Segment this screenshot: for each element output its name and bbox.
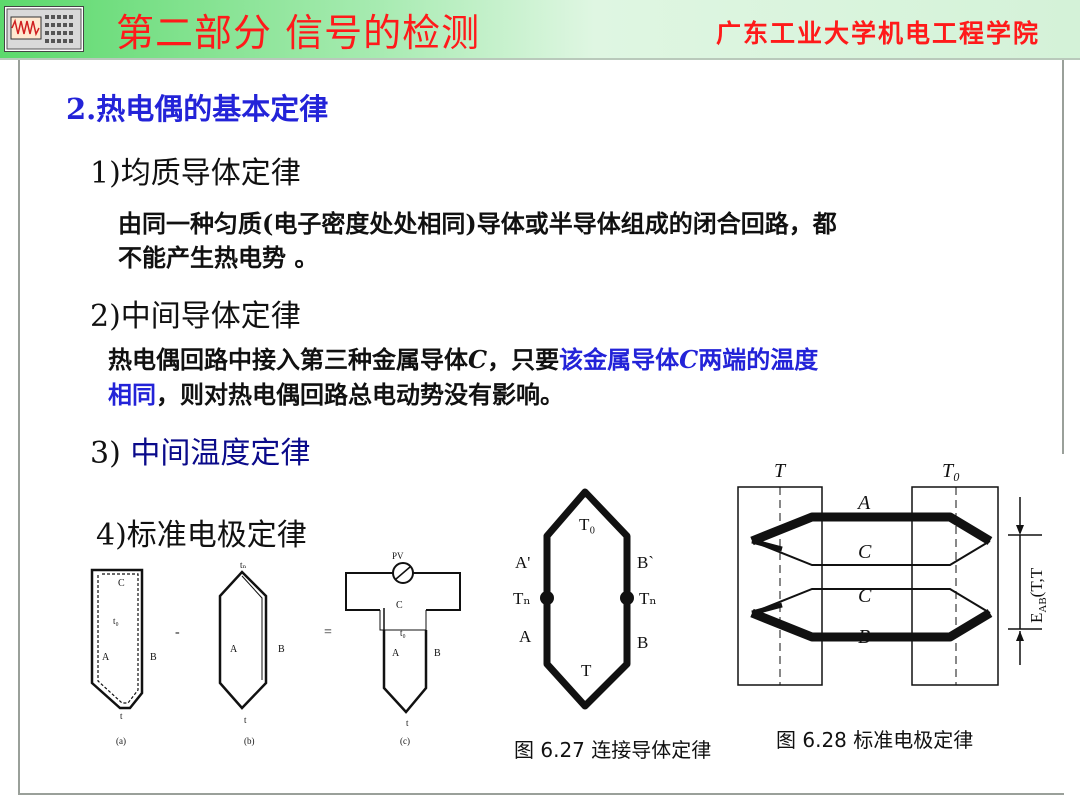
fig-minus-sign: - — [175, 625, 180, 640]
fig-equals-sign: = — [324, 625, 332, 640]
fig627-label-A-prime: A' — [515, 553, 530, 572]
figure-a: C t₀ A B t (a) — [90, 568, 157, 746]
fig627-label-B-prime: B` — [637, 553, 654, 572]
fig-b-label-t: t — [244, 715, 247, 725]
law2-text-rest: ，则对热电偶回路总电动势没有影响。 — [156, 380, 564, 409]
oscilloscope-logo-icon — [4, 6, 84, 52]
fig627-label-T: T — [581, 661, 592, 680]
figure-c: PV C t₀ A B t (c) — [345, 551, 461, 746]
law3-name: 中间温度定律 — [130, 436, 311, 471]
law2-text-plain-a: 热电偶回路中接入第三种金属导体 — [108, 345, 468, 374]
fig627-label-T0: T₀ — [579, 515, 595, 534]
fig-a-label-t: t — [120, 711, 123, 721]
fig-b-label-tn: tₙ — [240, 560, 247, 570]
figure-6-27-diagram: T₀ A' B` Tₙ Tₙ A B T — [505, 484, 715, 716]
law3-title: 3) 中间温度定律 — [90, 428, 310, 472]
fig-c-label-t: t — [406, 718, 409, 728]
header-bar: 第二部分 信号的检测 广东工业大学机电工程学院 — [0, 0, 1080, 60]
fig-a-caption: (a) — [116, 736, 126, 746]
fig-a-label-C: C — [118, 578, 125, 589]
fig-c-label-t0: t₀ — [400, 628, 406, 638]
law2-text-line1: 热电偶回路中接入第三种金属导体C，只要该金属导体C两端的温度 — [108, 344, 818, 376]
fig-b-label-B: B — [278, 644, 285, 655]
fig627-label-B: B — [637, 633, 648, 652]
frame-left-border — [18, 60, 20, 795]
law4-title: 4)标准电极定律 — [96, 518, 307, 553]
fig628-label-C1: C — [858, 541, 872, 563]
figure-6-27-caption: 图 6.27 连接导体定律 — [514, 738, 712, 762]
fig-c-label-C: C — [396, 600, 403, 611]
law2-conductor-c: C — [468, 345, 488, 374]
fig-b-label-A: A — [230, 644, 238, 655]
section-title: 2.热电偶的基本定律 — [66, 92, 329, 126]
fig-a-label-A: A — [102, 652, 110, 663]
fig628-label-T: T — [774, 460, 787, 482]
law3-prefix: 3) — [90, 436, 131, 471]
law2-text-line2: 相同，则对热电偶回路总电动势没有影响。 — [108, 379, 564, 411]
fig628-label-C2: C — [858, 585, 872, 607]
header-organization: 广东工业大学机电工程学院 — [715, 19, 1040, 48]
fig627-label-Tn-right: Tₙ — [639, 589, 657, 608]
figure-6-28-caption: 图 6.28 标准电极定律 — [776, 728, 974, 752]
fig627-label-A: A — [519, 627, 532, 646]
fig628-label-A: A — [856, 492, 871, 514]
fig-a-label-B: B — [150, 652, 157, 663]
fig-c-label-A: A — [392, 648, 400, 659]
law1-text-line1: 由同一种匀质(电子密度处处相同)导体或半导体组成的闭合回路，都 — [118, 209, 837, 238]
fig628-emf-label: EAB(T,T — [1027, 567, 1049, 623]
law2-highlight-c: C — [679, 345, 699, 374]
fig-a-label-t0: t₀ — [113, 616, 119, 626]
figure-6-28-diagram: T T₀ A C C B EAB(T,T — [722, 455, 1080, 725]
law1-title: 1)均质导体定律 — [90, 156, 301, 191]
law2-highlight-same: 相同 — [108, 380, 156, 409]
law1-text-line2: 不能产生热电势 。 — [118, 243, 319, 272]
fig-b-caption: (b) — [244, 736, 255, 746]
law2-text-plain-b: ，只要 — [487, 345, 560, 374]
frame-bottom-border — [18, 793, 1064, 795]
fig-c-caption: (c) — [400, 736, 410, 746]
figure-b: tₙ A B t (b) — [218, 560, 285, 746]
header-title: 第二部分 信号的检测 — [116, 11, 481, 55]
fig628-label-B: B — [858, 626, 870, 648]
fig627-label-Tn-left: Tₙ — [513, 589, 531, 608]
fig-c-label-B: B — [434, 648, 441, 659]
fig628-label-T0: T₀ — [942, 460, 960, 482]
law2-highlight-a: 该金属导体 — [559, 345, 680, 374]
law2-highlight-b: 两端的温度 — [698, 345, 819, 374]
figure-abc-diagram: C t₀ A B t (a) - tₙ A B t (b) = PV C t₀ … — [90, 551, 461, 746]
fig-c-label-PV: PV — [392, 551, 404, 561]
frame-right-border — [1062, 60, 1064, 454]
law2-title: 2)中间导体定律 — [90, 299, 301, 334]
